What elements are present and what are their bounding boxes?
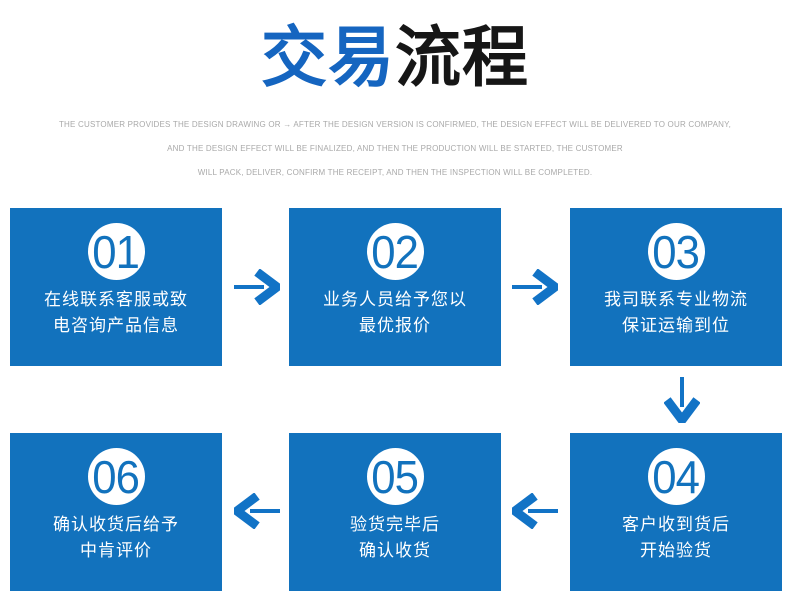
step-line: 验货完毕后 <box>350 515 440 534</box>
step-line: 电咨询产品信息 <box>53 316 179 335</box>
step-number-badge: 06 <box>87 448 145 505</box>
page-title-blue-part: 交易 <box>261 20 395 94</box>
step-number: 06 <box>92 450 141 503</box>
step-line: 中肯评价 <box>80 541 152 560</box>
step-number-badge: 04 <box>647 448 705 505</box>
step-text: 验货完毕后 确认收货 <box>289 512 501 564</box>
step-box-05: 05 验货完毕后 确认收货 <box>289 433 501 591</box>
step-number: 04 <box>652 450 701 503</box>
arrow-right-icon <box>234 269 280 305</box>
step-line: 确认收货 <box>359 541 431 560</box>
step-box-01: 01 在线联系客服或致 电咨询产品信息 <box>10 208 222 366</box>
page-title-dark-part: 流程 <box>395 20 529 94</box>
step-line: 确认收货后给予 <box>53 515 179 534</box>
step-text: 客户收到货后 开始验货 <box>570 512 782 564</box>
step-line: 我司联系专业物流 <box>604 290 748 309</box>
page-title: 交易流程 <box>0 18 790 96</box>
step-text: 业务人员给予您以 最优报价 <box>289 287 501 339</box>
step-number: 03 <box>652 225 701 278</box>
step-line: 最优报价 <box>359 316 431 335</box>
step-box-03: 03 我司联系专业物流 保证运输到位 <box>570 208 782 366</box>
step-line: 保证运输到位 <box>622 316 730 335</box>
step-box-04: 04 客户收到货后 开始验货 <box>570 433 782 591</box>
step-line: 业务人员给予您以 <box>323 290 467 309</box>
step-text: 在线联系客服或致 电咨询产品信息 <box>10 287 222 339</box>
subtitle-line: AND THE DESIGN EFFECT WILL BE FINALIZED,… <box>167 144 623 153</box>
step-line: 在线联系客服或致 <box>44 290 188 309</box>
subtitle-line: THE CUSTOMER PROVIDES THE DESIGN DRAWING… <box>58 120 732 129</box>
step-number-badge: 02 <box>366 223 424 280</box>
step-line: 客户收到货后 <box>622 515 730 534</box>
arrow-left-icon <box>512 493 558 529</box>
arrow-right-icon <box>512 269 558 305</box>
step-box-02: 02 业务人员给予您以 最优报价 <box>289 208 501 366</box>
step-number: 05 <box>371 450 420 503</box>
step-line: 开始验货 <box>640 541 712 560</box>
step-number: 01 <box>92 225 141 278</box>
arrow-left-icon <box>234 493 280 529</box>
step-text: 确认收货后给予 中肯评价 <box>10 512 222 564</box>
step-text: 我司联系专业物流 保证运输到位 <box>570 287 782 339</box>
step-number-badge: 01 <box>87 223 145 280</box>
subtitle: THE CUSTOMER PROVIDES THE DESIGN DRAWING… <box>0 113 790 185</box>
step-box-06: 06 确认收货后给予 中肯评价 <box>10 433 222 591</box>
arrow-down-icon <box>664 377 700 423</box>
step-number-badge: 05 <box>366 448 424 505</box>
step-number-badge: 03 <box>647 223 705 280</box>
step-number: 02 <box>371 225 420 278</box>
subtitle-line: WILL PACK, DELIVER, CONFIRM THE RECEIPT,… <box>197 168 593 177</box>
